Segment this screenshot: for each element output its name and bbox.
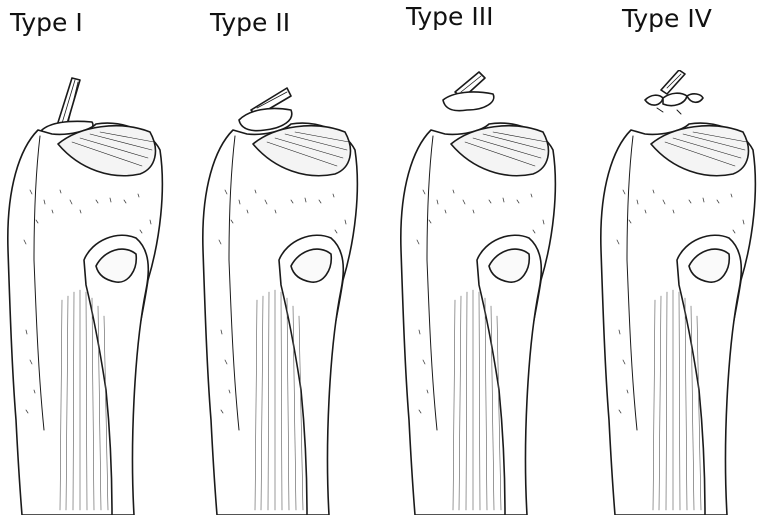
tibia-illustration-type-2	[195, 70, 375, 515]
tibia-illustration-type-1	[0, 70, 180, 515]
type-4-label: Type IV	[622, 6, 712, 31]
type-3-label: Type III	[406, 4, 494, 29]
knee-bone-drawing	[593, 70, 773, 515]
knee-bone-drawing	[0, 70, 180, 515]
type-2-label: Type II	[210, 10, 290, 35]
type-1-label: Type I	[10, 10, 83, 35]
knee-bone-drawing	[393, 70, 573, 515]
tibia-illustration-type-3	[393, 70, 573, 515]
knee-bone-drawing	[195, 70, 375, 515]
tibia-illustration-type-4	[593, 70, 773, 515]
